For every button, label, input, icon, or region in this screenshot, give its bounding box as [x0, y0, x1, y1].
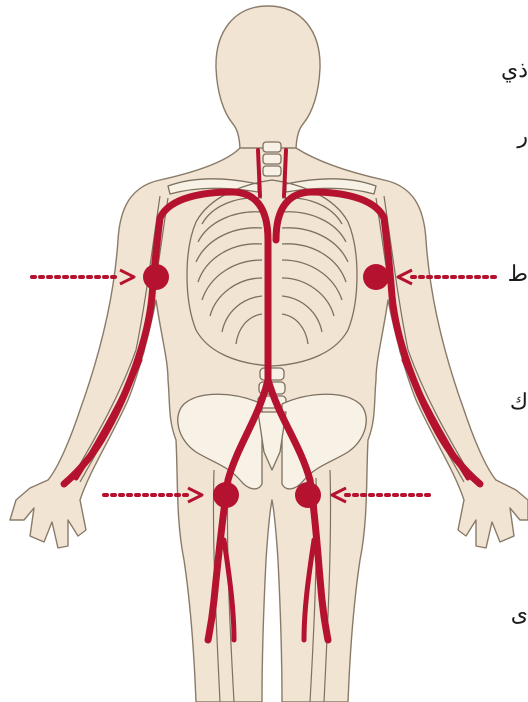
right-carotid: [258, 150, 260, 196]
left-carotid: [284, 150, 286, 196]
pressure-point-left-brachial: [363, 264, 389, 290]
text-fragment-2: ر: [517, 126, 528, 148]
pressure-point-right-femoral: [213, 482, 239, 508]
cervical-spine: [263, 142, 281, 176]
text-fragment-4: ك: [510, 392, 528, 414]
pressure-point-left-femoral: [295, 482, 321, 508]
text-fragment-5: ى: [511, 604, 528, 626]
text-fragment-1: ذي: [501, 60, 528, 82]
text-fragment-3: ط: [508, 264, 528, 286]
pressure-point-right-brachial: [143, 264, 169, 290]
head: [216, 6, 320, 152]
